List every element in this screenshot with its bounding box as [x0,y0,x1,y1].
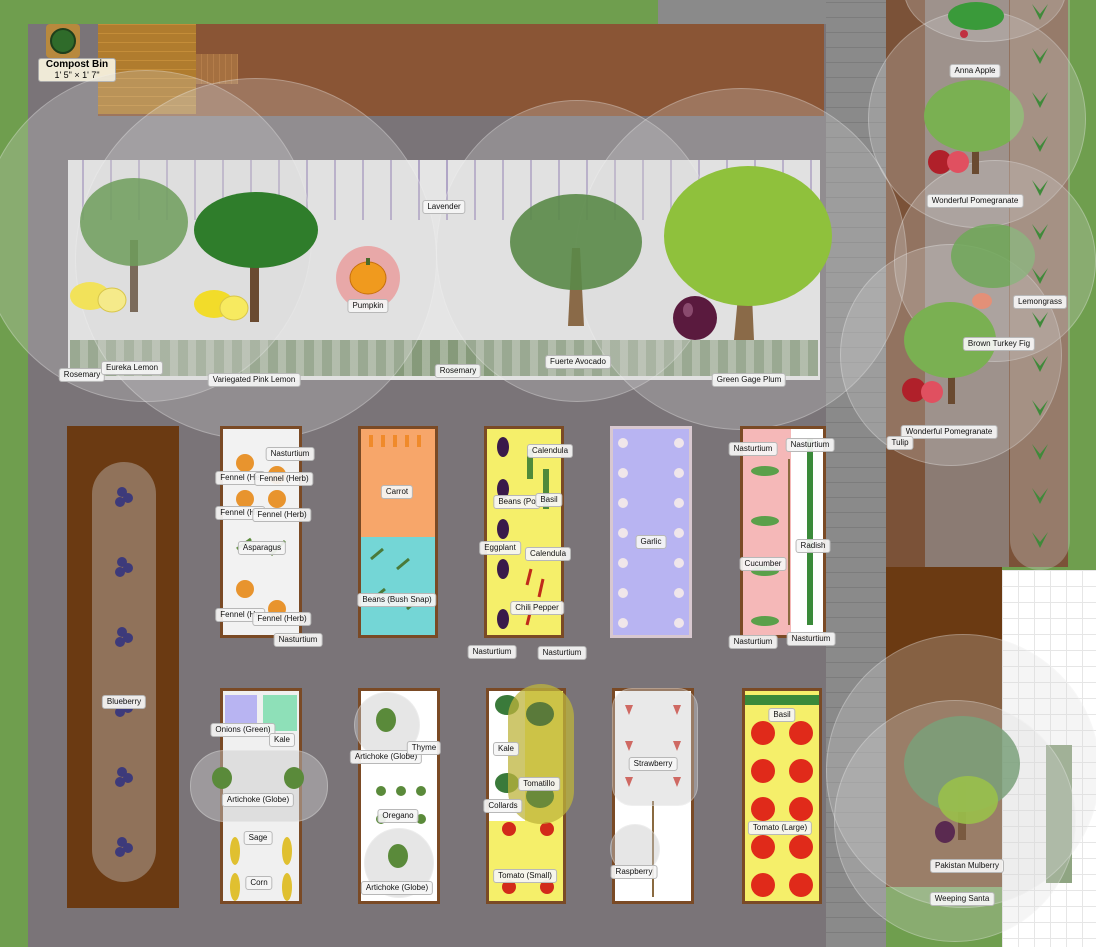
label-lavender[interactable]: Lavender [422,200,466,214]
wonderful-pomegranate-tree-top[interactable] [922,76,1028,176]
label-fennel-herb-2[interactable]: Fennel (Herb) [252,508,312,522]
label-weeping-santa[interactable]: Weeping Santa [929,892,995,906]
label-blueberry[interactable]: Blueberry [101,695,147,709]
eureka-lemon-tree[interactable] [76,170,196,320]
label-nasturtium-3[interactable]: Nasturtium [467,645,517,659]
label-calendula-2[interactable]: Calendula [524,547,572,561]
pomegranate-fruit-icon-2 [900,374,946,406]
label-cucumber[interactable]: Cucumber [739,557,787,571]
artichoke-icon-right [282,766,306,792]
label-fennel-herb-3[interactable]: Fennel (Herb) [252,612,312,626]
label-eureka-lemon[interactable]: Eureka Lemon [100,361,164,375]
label-corn[interactable]: Corn [245,876,273,890]
label-pakistan-mulberry[interactable]: Pakistan Mulberry [929,859,1005,873]
pakistan-mulberry-tree[interactable] [902,712,1022,842]
bed-basil-tomato-large[interactable] [742,688,822,904]
bed-fennel-asparagus[interactable] [220,426,302,638]
compost-bin-dims: 1' 5" × 1' 7" [54,70,100,80]
label-thyme[interactable]: Thyme [406,741,442,755]
label-fuerte-avocado[interactable]: Fuerte Avocado [545,355,611,369]
label-rosemary-left[interactable]: Rosemary [58,368,106,382]
label-onions-green[interactable]: Onions (Green) [210,723,276,737]
label-beans-po[interactable]: Beans (Po [493,495,541,509]
brown-turkey-fig-tree[interactable] [948,222,1038,292]
label-nasturtium-4[interactable]: Nasturtium [537,646,587,660]
label-wonderful-pomegranate-top[interactable]: Wonderful Pomegranate [926,194,1024,208]
blueberry-row[interactable] [92,462,156,882]
label-artichoke-globe-2[interactable]: Artichoke (Globe) [349,750,423,764]
label-variegated-pink-lemon[interactable]: Variegated Pink Lemon [207,373,301,387]
mulberry-fruit-icon [934,820,956,844]
lemon-fruit-icon-2 [192,284,252,324]
label-nasturtium-5[interactable]: Nasturtium [728,442,778,456]
label-tomato-small[interactable]: Tomato (Small) [493,869,557,883]
artichoke-icon-left [210,766,234,792]
fuerte-avocado-tree[interactable] [506,188,646,328]
label-raspberry[interactable]: Raspberry [610,865,658,879]
fig-fruit-icon [970,292,994,310]
label-green-gage-plum[interactable]: Green Gage Plum [711,373,787,387]
label-pumpkin[interactable]: Pumpkin [347,299,389,313]
label-tomato-large[interactable]: Tomato (Large) [747,821,813,835]
label-brown-turkey-fig[interactable]: Brown Turkey Fig [962,337,1036,351]
label-kale-2[interactable]: Kale [492,742,520,756]
label-carrot[interactable]: Carrot [380,485,414,499]
label-garlic[interactable]: Garlic [635,535,667,549]
blueberry-soil-bed [67,426,179,908]
label-nasturtium-1[interactable]: Nasturtium [265,447,315,461]
label-basil-1[interactable]: Basil [535,493,563,507]
label-radish[interactable]: Radish [795,539,831,553]
variegated-pink-lemon-tree[interactable] [192,186,322,326]
bed-garlic[interactable] [610,426,692,638]
label-calendula-1[interactable]: Calendula [526,444,574,458]
label-artichoke-globe-1[interactable]: Artichoke (Globe) [221,793,295,807]
plum-fruit-icon [670,292,720,342]
artichoke-spread [190,750,328,822]
paving-top [658,0,826,24]
label-tulip[interactable]: Tulip [886,436,914,450]
label-strawberry[interactable]: Strawberry [628,757,678,771]
label-rosemary-center[interactable]: Rosemary [434,364,482,378]
compost-bin-title: Compost Bin [45,59,109,70]
label-kale-1[interactable]: Kale [268,733,296,747]
label-nasturtium-2[interactable]: Nasturtium [273,633,323,647]
label-artichoke-globe-3[interactable]: Artichoke (Globe) [360,881,434,895]
label-tomatillo[interactable]: Tomatillo [518,777,560,791]
pomegranate-fruit-icon [926,146,972,176]
label-nasturtium-6[interactable]: Nasturtium [785,438,835,452]
label-asparagus[interactable]: Asparagus [237,541,287,555]
label-oregano[interactable]: Oregano [377,809,419,823]
label-fennel-herb-1[interactable]: Fennel (Herb) [254,472,314,486]
label-chili-pepper[interactable]: Chili Pepper [510,601,564,615]
artichoke-icon-bottom [386,844,410,872]
label-eggplant[interactable]: Eggplant [479,541,521,555]
strawberry-spread [612,688,698,806]
label-wonderful-pomegranate-bottom[interactable]: Wonderful Pomegranate [900,425,998,439]
label-nasturtium-8[interactable]: Nasturtium [786,632,836,646]
anna-apple-tree[interactable] [946,0,1006,40]
green-gage-plum-tree[interactable] [662,162,834,342]
lemongrass-column[interactable] [1010,0,1070,570]
compost-bin-icon[interactable] [46,24,80,58]
label-beans-bush-snap[interactable]: Beans (Bush Snap) [357,593,437,607]
label-nasturtium-7[interactable]: Nasturtium [728,635,778,649]
label-sage[interactable]: Sage [243,831,273,845]
label-collards[interactable]: Collards [483,799,523,813]
label-basil-2[interactable]: Basil [768,708,796,722]
lemon-fruit-icon [68,278,128,314]
bed-cucumber-radish[interactable] [740,426,826,638]
label-anna-apple[interactable]: Anna Apple [949,64,1001,78]
label-lemongrass[interactable]: Lemongrass [1012,295,1068,309]
artichoke-icon-top [374,708,398,736]
wonderful-pomegranate-tree-bottom[interactable] [902,298,1002,408]
